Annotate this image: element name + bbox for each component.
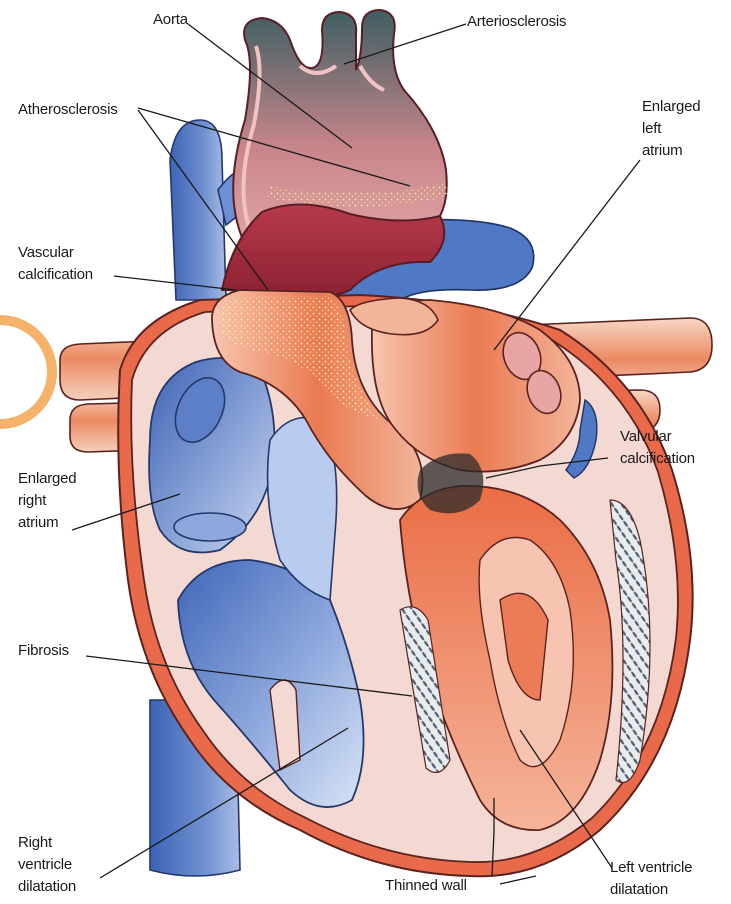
label-valvular-calcification: Valvular calcification: [620, 426, 695, 470]
label-thinned-wall: Thinned wall: [385, 875, 467, 896]
label-aorta: Aorta: [153, 9, 188, 30]
label-arteriosclerosis: Arteriosclerosis: [467, 11, 566, 32]
label-vascular-calcification: Vascular calcification: [18, 242, 93, 286]
label-enlarged-right-atrium: Enlarged right atrium: [18, 468, 76, 534]
label-left-ventricle-dilatation: Left ventricle dilatation: [610, 857, 692, 901]
vena-cava: [170, 120, 226, 300]
label-atherosclerosis: Atherosclerosis: [18, 99, 118, 120]
highlight-ring: [0, 320, 52, 424]
tricuspid-opening: [174, 513, 246, 541]
label-right-ventricle-dilatation: Right ventricle dilatation: [18, 832, 76, 898]
label-enlarged-left-atrium: Enlarged left atrium: [642, 96, 700, 162]
label-fibrosis: Fibrosis: [18, 640, 69, 661]
